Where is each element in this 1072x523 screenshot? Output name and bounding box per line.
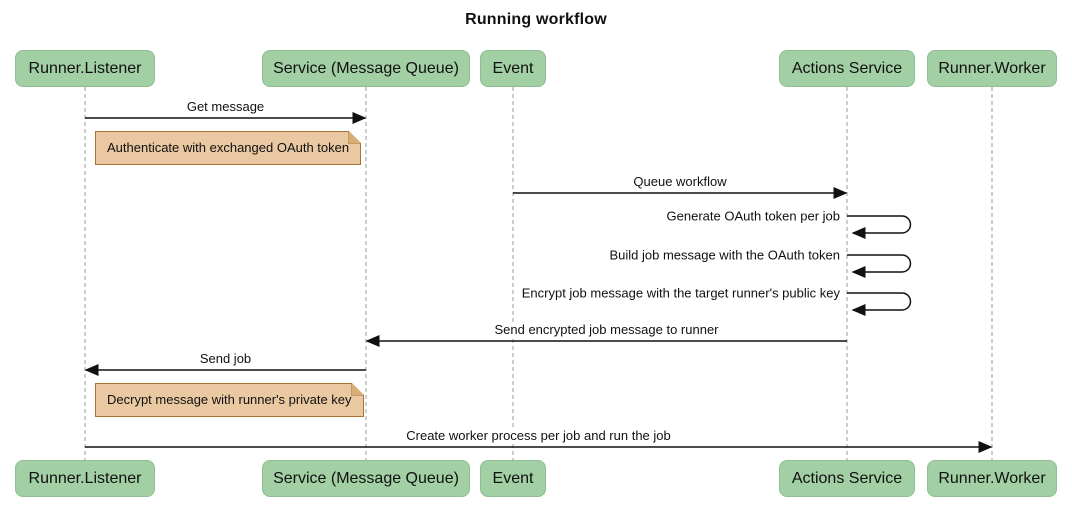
message-label: Create worker process per job and run th…	[403, 428, 674, 444]
self-message-label: Build job message with the OAuth token	[607, 247, 842, 264]
self-message-label: Generate OAuth token per job	[664, 208, 842, 225]
note: Authenticate with exchanged OAuth token	[95, 131, 362, 165]
participant-service-mq-top: Service (Message Queue)	[262, 50, 470, 87]
participant-service-mq-bottom: Service (Message Queue)	[262, 460, 470, 497]
participant-actions-service-top: Actions Service	[779, 50, 915, 87]
self-message-label: Encrypt job message with the target runn…	[519, 285, 842, 302]
participant-runner-listener-top: Runner.Listener	[15, 50, 155, 87]
self-message-arrow	[847, 292, 912, 316]
diagram-title: Running workflow	[465, 11, 607, 28]
participant-runner-worker-bottom: Runner.Worker	[927, 460, 1057, 497]
participant-actions-service-bottom: Actions Service	[779, 460, 915, 497]
participant-event-top: Event	[480, 50, 546, 87]
participant-runner-listener-bottom: Runner.Listener	[15, 460, 155, 497]
self-message-arrow	[847, 215, 912, 239]
participant-runner-worker-top: Runner.Worker	[927, 50, 1057, 87]
message-label: Send job	[196, 351, 255, 367]
message-label: Get message	[183, 99, 268, 115]
message-label: Send encrypted job message to runner	[491, 322, 722, 338]
self-message-arrow	[847, 254, 912, 278]
note: Decrypt message with runner's private ke…	[95, 383, 364, 417]
message-label: Queue workflow	[630, 174, 730, 190]
participant-event-bottom: Event	[480, 460, 546, 497]
